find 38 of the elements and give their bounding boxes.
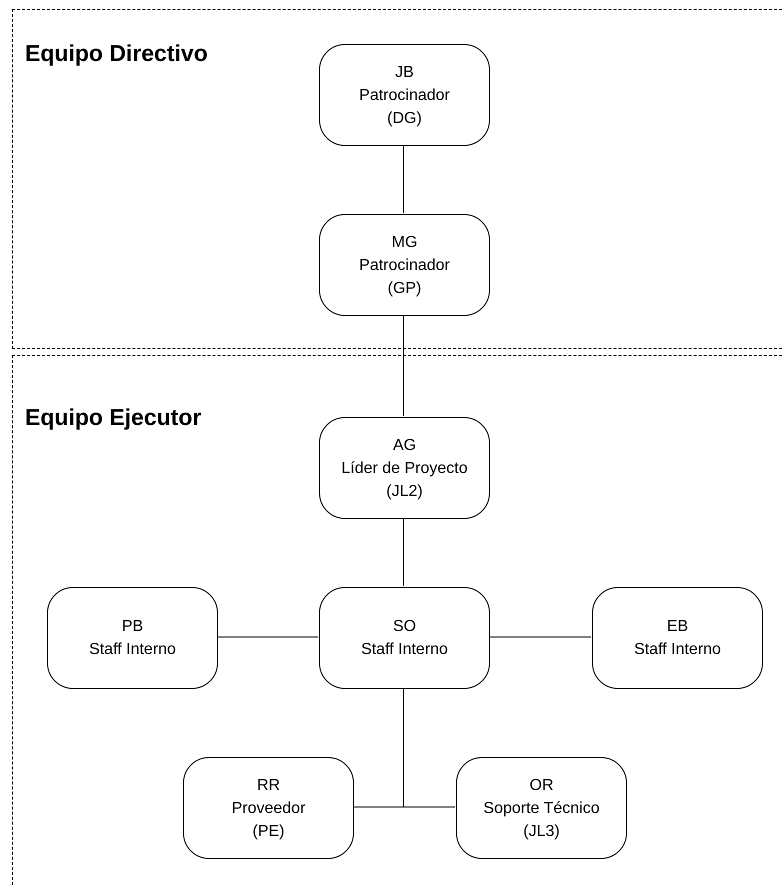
person-initials: RR bbox=[256, 776, 280, 796]
role-text: (JL2) bbox=[386, 482, 423, 502]
role-text: (JL3) bbox=[523, 822, 560, 842]
rounded-node-box bbox=[319, 214, 490, 316]
group-heading: Equipo Ejecutor bbox=[25, 404, 202, 431]
person-initials: SO bbox=[392, 617, 416, 637]
role-text: Soporte Técnico bbox=[483, 798, 600, 818]
group-heading: Equipo Directivo bbox=[25, 40, 208, 67]
connector-line bbox=[403, 314, 404, 416]
role-text: Staff Interno bbox=[634, 640, 721, 660]
rounded-node-box bbox=[319, 587, 490, 689]
person-initials: MG bbox=[392, 232, 418, 252]
role-text: Proveedor bbox=[232, 798, 306, 818]
dashed-group-box bbox=[12, 9, 783, 349]
person-initials: PB bbox=[122, 617, 144, 637]
role-text: (PE) bbox=[252, 822, 284, 842]
role-text: Líder de Proyecto bbox=[341, 458, 468, 478]
role-text: Patrocinador bbox=[359, 256, 450, 276]
role-text: (DG) bbox=[387, 108, 422, 128]
role-text: Staff Interno bbox=[89, 640, 176, 660]
role-text: Patrocinador bbox=[359, 86, 450, 106]
connector-line bbox=[403, 144, 404, 214]
role-text: (GP) bbox=[388, 278, 422, 298]
person-initials: AG bbox=[392, 436, 416, 456]
connector-line bbox=[216, 636, 318, 638]
rounded-node-box bbox=[319, 417, 490, 519]
rounded-node-box bbox=[47, 587, 218, 689]
connector-line bbox=[403, 518, 404, 586]
dashed-group-box bbox=[12, 355, 783, 886]
role-text: Staff Interno bbox=[361, 640, 448, 660]
connector-line bbox=[488, 636, 592, 638]
rounded-node-box bbox=[592, 587, 763, 689]
rounded-node-box bbox=[183, 757, 354, 859]
person-initials: OR bbox=[530, 776, 554, 796]
rounded-node-box bbox=[456, 757, 627, 859]
person-initials: EB bbox=[666, 617, 688, 637]
rounded-node-box bbox=[319, 44, 490, 146]
person-initials: JB bbox=[395, 62, 414, 82]
